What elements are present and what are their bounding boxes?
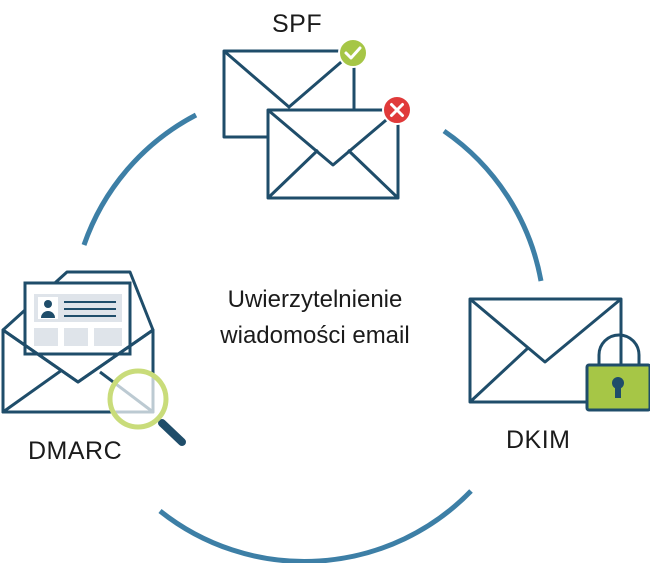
center-caption-line1: Uwierzytelnienie — [227, 286, 403, 313]
spf-label: SPF — [272, 10, 323, 38]
error-badge-icon — [382, 95, 412, 125]
magnifier-icon — [107, 368, 186, 446]
dkim-label: DKIM — [506, 426, 571, 454]
center-caption: Uwierzytelnienie wiadomości email — [170, 282, 460, 354]
check-badge-icon — [338, 38, 368, 68]
center-caption-line2: wiadomości email — [220, 322, 410, 349]
envelope-icon — [266, 108, 400, 200]
arc-top-right — [442, 128, 544, 282]
padlock-icon — [585, 333, 650, 412]
arc-top-left — [81, 112, 198, 246]
dmarc-label: DMARC — [28, 437, 123, 465]
cycle-arcs — [81, 112, 544, 563]
open-envelope-icon — [1, 270, 155, 414]
arc-bottom — [158, 489, 473, 563]
